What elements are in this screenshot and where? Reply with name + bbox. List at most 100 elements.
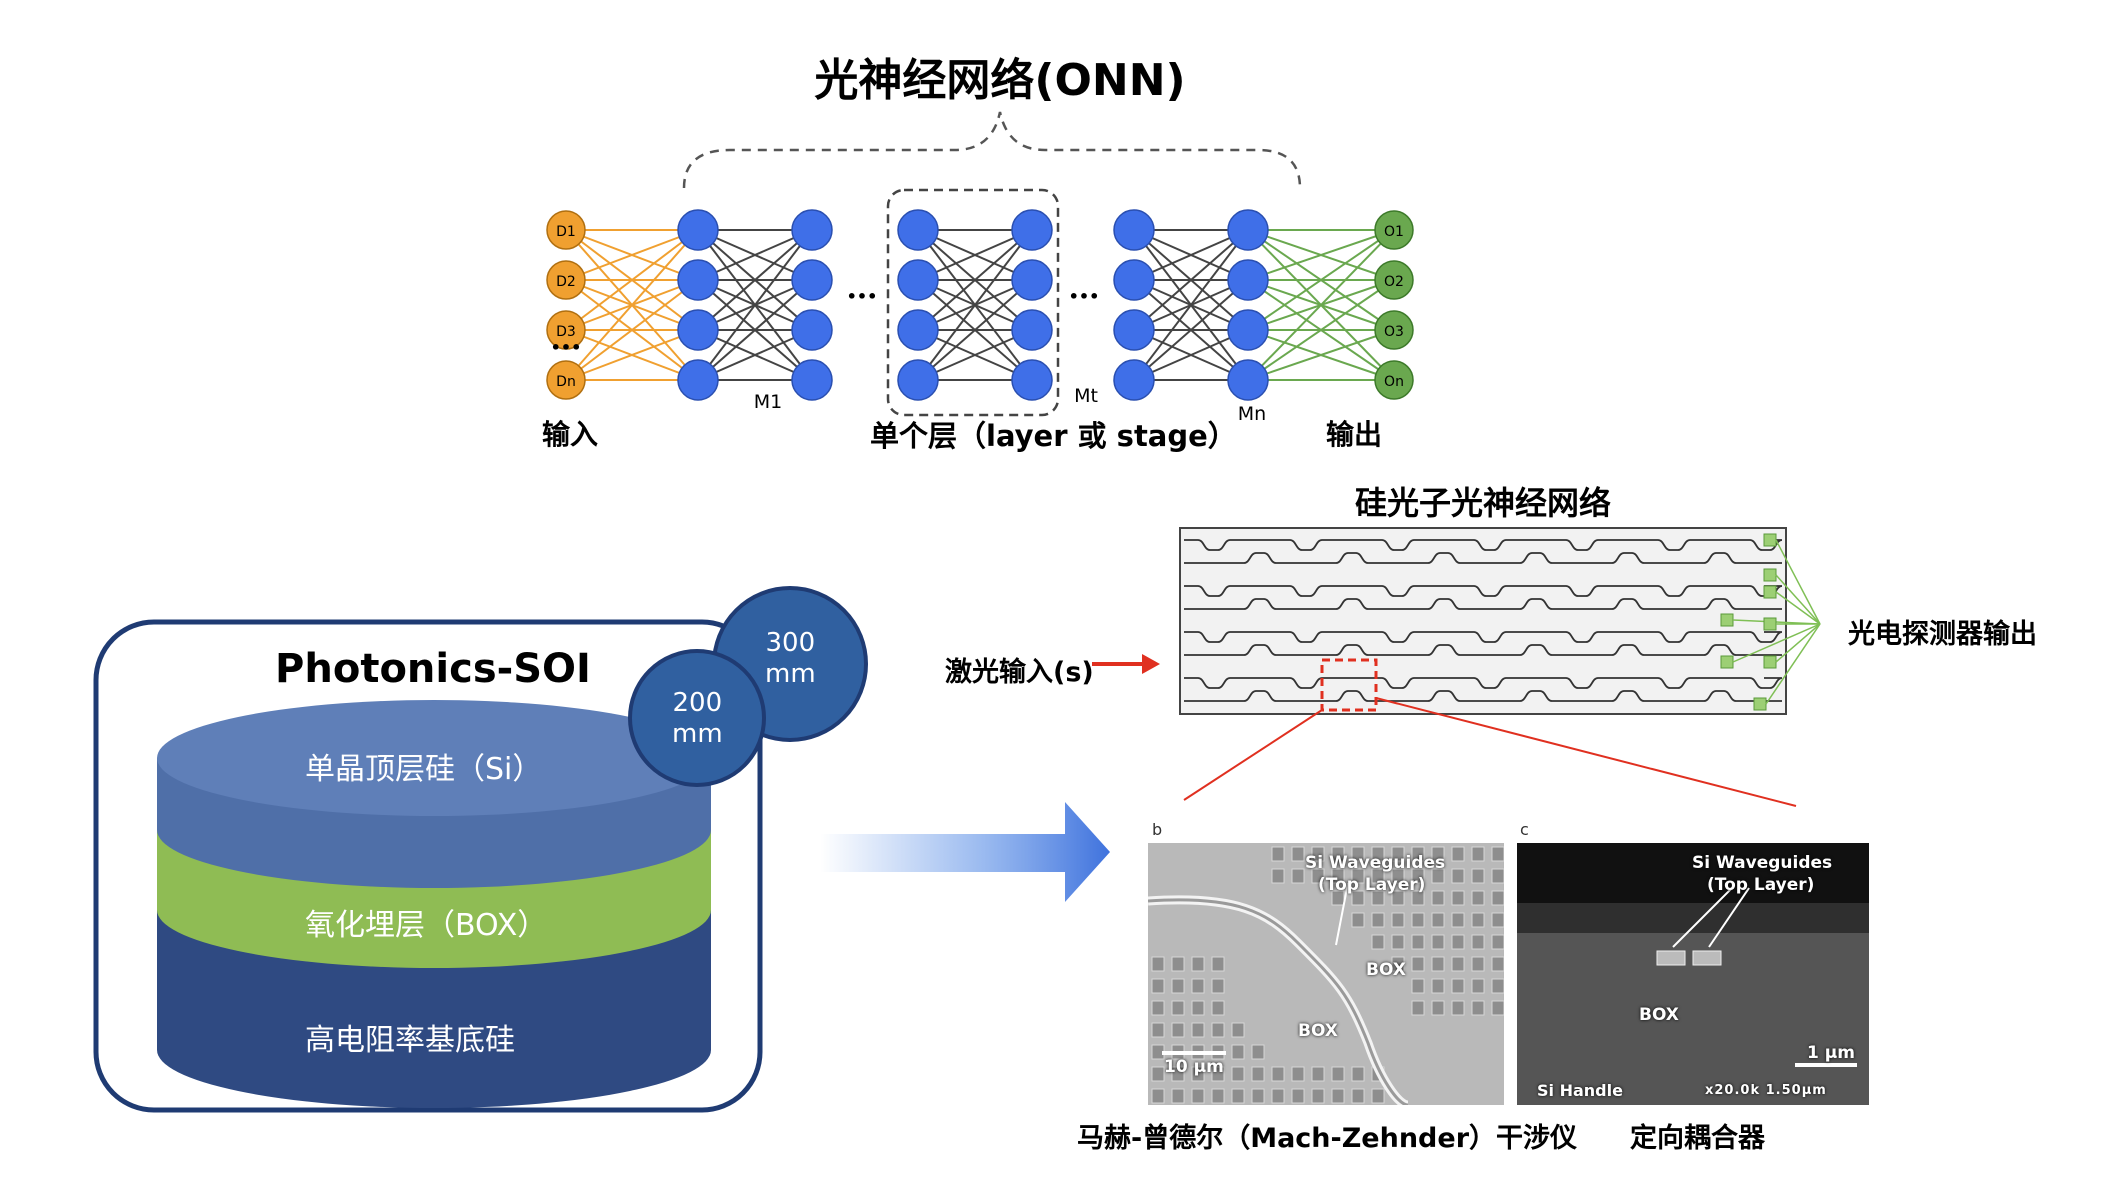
mesh-connection	[697, 279, 813, 381]
sem-fill-block	[1451, 868, 1465, 884]
sem-fill-block	[1351, 1088, 1365, 1104]
sem-fill-block	[1431, 868, 1445, 884]
sem-fill-block	[1351, 868, 1365, 884]
sem-fill-block	[1191, 1000, 1205, 1016]
sem-fill-block	[1151, 1066, 1165, 1082]
hidden-node	[791, 359, 833, 401]
highlight-box	[1320, 658, 1378, 712]
sem-fill-block	[1151, 1088, 1165, 1104]
sem-fill-block	[1411, 912, 1425, 928]
sem-fill-block	[1251, 1044, 1265, 1060]
sem-left-scale: 10 μm	[1164, 1057, 1224, 1077]
input-node	[546, 260, 586, 300]
mesh-connection	[697, 229, 813, 381]
hidden-node	[1113, 209, 1155, 251]
laser-input-label: 激光输入(s)	[945, 657, 1094, 688]
sem-fill-block	[1311, 1088, 1325, 1104]
sem-fill-block	[1211, 1066, 1225, 1082]
chip-title: 硅光子光神经网络	[1354, 484, 1612, 522]
sem-pointer	[1335, 882, 1349, 946]
hidden-node	[897, 309, 939, 351]
sem-fill-block	[1191, 1066, 1205, 1082]
sem-fill-block	[1331, 1088, 1345, 1104]
sem-fill-block	[1451, 846, 1465, 862]
mesh-connection	[1133, 229, 1249, 381]
sem-fill-block	[1431, 912, 1445, 928]
sem-fill-block	[1271, 1066, 1285, 1082]
output-node	[1374, 310, 1414, 350]
hidden-node	[677, 259, 719, 301]
laser-arrow-head	[1142, 654, 1160, 674]
chip-waveguide	[1184, 539, 1783, 551]
input-node	[546, 210, 586, 250]
sem-fill-block	[1431, 934, 1445, 950]
sem-fill-block	[1391, 912, 1405, 928]
hidden-node	[791, 309, 833, 351]
sem-fill-block	[1211, 1000, 1225, 1016]
sem-fill-block	[1371, 846, 1385, 862]
sem-fill-block	[1291, 846, 1305, 862]
input-node	[546, 310, 586, 350]
hidden-node	[677, 209, 719, 251]
hidden-node	[897, 209, 939, 251]
sem-fill-block	[1411, 868, 1425, 884]
sem-right-waveguide: Si Waveguides	[1692, 853, 1833, 873]
hidden-node	[897, 359, 939, 401]
sem-fill-block	[1411, 846, 1425, 862]
hidden-node	[1113, 259, 1155, 301]
sem-fill-block	[1291, 1066, 1305, 1082]
matrix-label: Mt	[1074, 385, 1098, 407]
sem-fill-block	[1171, 1000, 1185, 1016]
ellipsis: •••	[847, 287, 878, 306]
sem-fill-block	[1231, 1022, 1245, 1038]
sem-right-box: BOX	[1639, 1005, 1679, 1025]
mesh-connection	[1133, 279, 1249, 381]
sem-fill-block	[1391, 956, 1405, 972]
sem-fill-block	[1191, 1088, 1205, 1104]
input-connection	[565, 229, 699, 331]
hidden-node	[897, 259, 939, 301]
chip-waveguide	[1184, 585, 1783, 597]
detector-line	[1775, 623, 1821, 663]
sem-fill-block	[1431, 846, 1445, 862]
input-connection	[565, 229, 699, 381]
matrix-label: Mn	[1238, 403, 1266, 425]
sem-fill-block	[1371, 868, 1385, 884]
detector-line	[1775, 591, 1821, 625]
sem-fill-block	[1451, 1000, 1465, 1016]
chip-waveguide	[1184, 644, 1782, 656]
sem-coupler-texture	[1517, 843, 1869, 1105]
output-node	[1374, 210, 1414, 250]
photodetector	[1763, 568, 1777, 582]
sem-fill-block	[1411, 1000, 1425, 1016]
photodetector	[1763, 585, 1777, 599]
sem-fill-block	[1371, 912, 1385, 928]
zoom-line-right	[1375, 697, 1797, 807]
sem-fill-block	[1271, 868, 1285, 884]
sem-right-top-layer: (Top Layer)	[1707, 875, 1815, 895]
photodetector	[1763, 533, 1777, 547]
detector-line	[1775, 574, 1821, 625]
chip-mesh-diagram	[1092, 527, 1821, 807]
input-node-label: D1	[556, 224, 576, 240]
sem-pointer-1	[1672, 887, 1733, 948]
detector-line	[1765, 623, 1821, 705]
sem-right-handle: Si Handle	[1537, 1081, 1623, 1100]
sem-fill-block	[1151, 956, 1165, 972]
sem-fill-block	[1351, 846, 1365, 862]
sem-left-waveguide: Si Waveguides	[1305, 853, 1446, 873]
sem-left-panel-letter: b	[1152, 820, 1163, 839]
sem-fill-block	[1331, 1066, 1345, 1082]
wafer-200mm-label: 200 mm	[672, 688, 723, 749]
sem-mzi-image: Si Waveguides (Top Layer) BOX BOX 10 μm	[1148, 843, 1504, 1105]
sem-fill-block	[1271, 1088, 1285, 1104]
sem-fill-block	[1451, 934, 1465, 950]
sem-fill-block	[1371, 1088, 1385, 1104]
output-connection	[1247, 229, 1395, 281]
sem-left-caption: 马赫-曾德尔（Mach-Zehnder）干涉仪	[1077, 1123, 1578, 1154]
sem-fill-block	[1251, 1066, 1265, 1082]
onn-title: 光神经网络(ONN)	[814, 55, 1186, 106]
input-node-label: D2	[556, 274, 576, 290]
photodetector	[1763, 655, 1777, 669]
sem-fill-block	[1171, 1088, 1185, 1104]
